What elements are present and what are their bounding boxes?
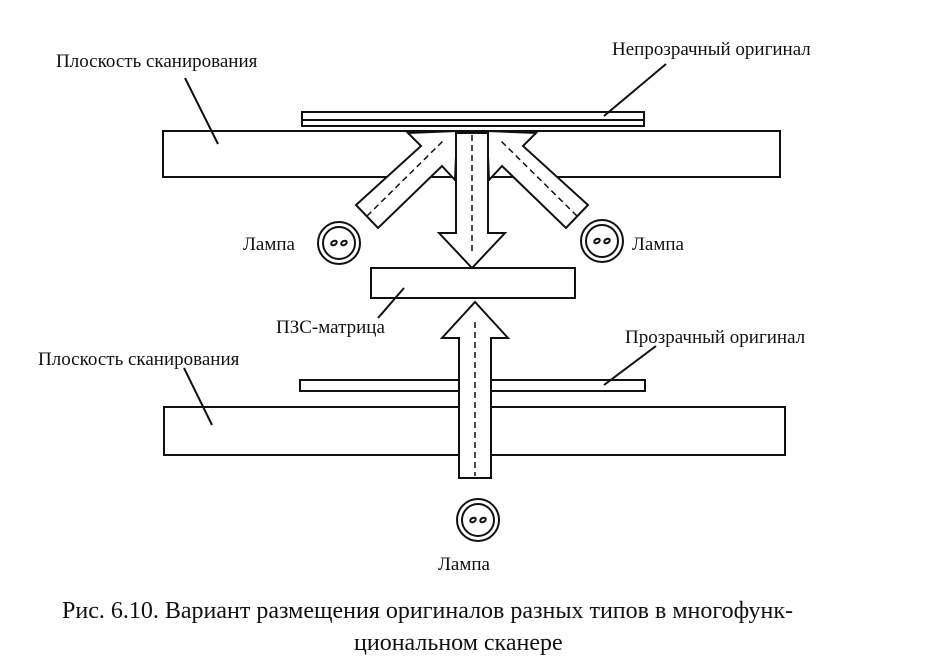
leader-scan-plane-top <box>184 77 219 145</box>
label-lamp-right: Лампа <box>632 234 685 255</box>
label-ccd-matrix: ПЗС-матрица <box>276 317 385 338</box>
label-scan-plane-bottom: Плоскость сканирования <box>38 349 240 370</box>
label-lamp-bottom: Лампа <box>438 554 491 575</box>
reflected-light-arrow <box>436 132 508 270</box>
label-lamp-left: Лампа <box>243 234 296 255</box>
leader-scan-plane-bottom <box>183 367 213 426</box>
label-transparent-original: Прозрачный оригинал <box>625 327 806 348</box>
lamp-bottom-icon <box>456 498 500 542</box>
caption-line-2: циональном сканере <box>354 630 563 656</box>
lamp-right-icon <box>580 219 624 263</box>
caption-line-1: Рис. 6.10. Вариант размещения оригиналов… <box>62 598 793 624</box>
ccd-matrix <box>370 267 576 299</box>
transmitted-light-arrow <box>439 300 511 479</box>
label-opaque-original: Непрозрачный оригинал <box>612 39 811 60</box>
leader-ccd-matrix <box>377 287 405 319</box>
leader-opaque-original <box>603 63 667 117</box>
lamp-left-icon <box>317 221 361 265</box>
label-scan-plane-top: Плоскость сканирования <box>56 51 258 72</box>
leader-transparent-original <box>603 345 657 386</box>
